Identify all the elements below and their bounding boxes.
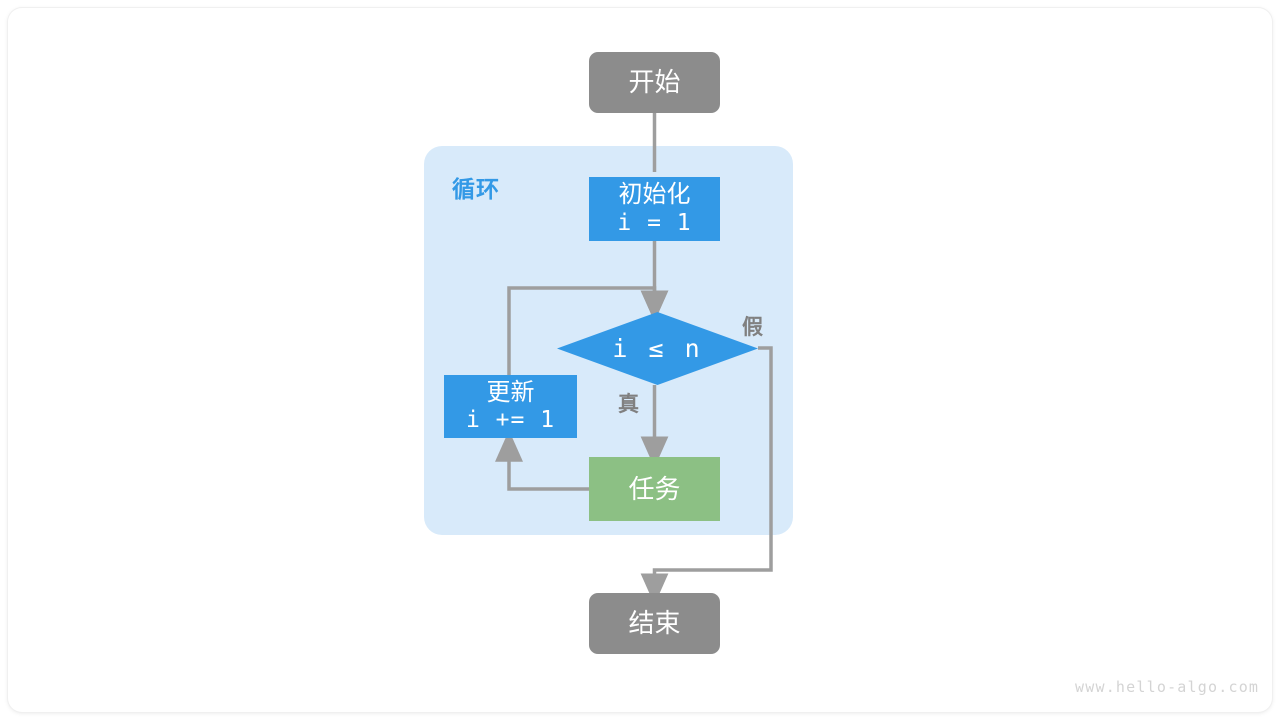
- node-task[interactable]: 任务: [589, 457, 720, 521]
- edge-label-true: 真: [618, 393, 639, 416]
- node-init-line1: 初始化: [618, 181, 691, 209]
- node-start-label: 开始: [628, 67, 681, 98]
- diamond-shape: [557, 312, 758, 385]
- node-init-line2: i = 1: [617, 209, 692, 236]
- node-task-label: 任务: [628, 473, 681, 504]
- node-condition-label: i ≤ n: [612, 334, 703, 363]
- edge-label-false: 假: [742, 316, 763, 339]
- node-end-label: 结束: [628, 608, 681, 639]
- node-update-line1: 更新: [486, 378, 535, 406]
- node-init[interactable]: 初始化 i = 1: [589, 177, 720, 241]
- loop-container-label: 循环: [452, 176, 500, 202]
- node-condition[interactable]: i ≤ n: [557, 312, 758, 385]
- node-update-line2: i += 1: [465, 407, 556, 434]
- node-end[interactable]: 结束: [589, 593, 720, 654]
- watermark: www.hello-algo.com: [1075, 678, 1260, 696]
- node-update[interactable]: 更新 i += 1: [444, 375, 577, 438]
- node-start[interactable]: 开始: [589, 52, 720, 113]
